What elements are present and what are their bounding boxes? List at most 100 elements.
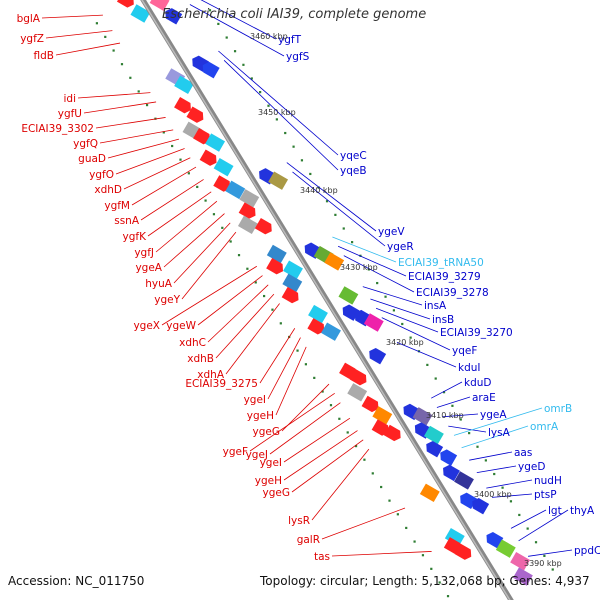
gene-feature[interactable] — [162, 6, 183, 25]
gene-feature[interactable] — [225, 180, 246, 200]
gene-label-left[interactable]: ECIAI39_3302 — [21, 123, 94, 135]
gene-feature[interactable] — [423, 425, 444, 445]
gene-label-left[interactable]: ssnA — [114, 215, 140, 227]
gene-label-left[interactable]: ygeI — [260, 457, 282, 469]
gene-label-right[interactable]: nudH — [534, 475, 562, 487]
gene-label-left[interactable]: galR — [297, 534, 320, 546]
gene-label-right[interactable]: araE — [472, 392, 496, 404]
gene-label-right[interactable]: ECIAI39_3279 — [408, 271, 481, 283]
gene-label-right[interactable]: ygeA — [480, 409, 507, 421]
gene-label-left[interactable]: fldB — [34, 50, 54, 62]
gene-label-right[interactable]: kduI — [458, 362, 481, 374]
gene-label-right[interactable]: ygeD — [518, 461, 545, 473]
gene-label-left[interactable]: xdhB — [187, 353, 214, 365]
gene-label-left[interactable]: hyuA — [145, 278, 173, 290]
gene-feature[interactable] — [366, 346, 387, 365]
gene-feature[interactable] — [266, 258, 286, 276]
gene-label-right[interactable]: insA — [424, 300, 447, 312]
gene-label-left[interactable]: ygeG — [263, 487, 290, 499]
gene-label-right[interactable]: yqeB — [340, 165, 367, 177]
gene-feature[interactable] — [213, 175, 233, 193]
gene-label-right[interactable]: yqeF — [452, 345, 477, 357]
gene-label-right[interactable]: ptsP — [534, 489, 557, 501]
gene-feature[interactable] — [282, 273, 303, 293]
gene-label-left[interactable]: ygeX — [133, 320, 160, 332]
gene-label-left[interactable]: xdhD — [94, 184, 122, 196]
gene-label-right[interactable]: lgt — [548, 505, 562, 517]
gene-feature[interactable] — [174, 75, 195, 94]
gene-label-right[interactable]: ygfT — [278, 34, 302, 46]
gene-label-left[interactable]: ygfU — [58, 108, 82, 120]
gene-feature[interactable] — [283, 260, 303, 279]
gene-labels[interactable]: bglAygfZfldBidiygfUECIAI39_3302ygfQguaDy… — [17, 13, 600, 563]
gene-feature[interactable] — [281, 286, 302, 305]
gene-feature[interactable] — [443, 537, 464, 555]
gene-feature[interactable] — [383, 424, 404, 443]
gene-feature[interactable] — [512, 567, 533, 586]
gene-label-right[interactable]: aas — [514, 447, 532, 459]
gene-label-right[interactable]: ygfS — [286, 51, 310, 63]
gene-label-right[interactable]: omrA — [530, 421, 559, 433]
gene-feature[interactable] — [338, 286, 359, 305]
gene-label-right[interactable]: ygeR — [387, 241, 414, 253]
gene-feature[interactable] — [174, 96, 194, 115]
gene-label-right[interactable]: omrB — [544, 403, 572, 415]
gene-feature[interactable] — [238, 202, 259, 220]
gene-feature[interactable] — [254, 218, 275, 236]
gene-label-right[interactable]: kduD — [464, 377, 492, 389]
gene-feature[interactable] — [361, 395, 382, 414]
gene-feature[interactable] — [205, 133, 226, 152]
gene-label-left[interactable]: lysR — [288, 515, 310, 527]
gene-label-right[interactable]: insB — [432, 314, 454, 326]
gene-label-right[interactable]: ECIAI39_3278 — [416, 287, 489, 299]
gene-label-left[interactable]: ygeW — [166, 320, 196, 332]
gene-feature[interactable] — [412, 407, 433, 426]
gene-label-right[interactable]: ygeV — [378, 226, 405, 238]
gene-feature[interactable] — [419, 483, 440, 503]
gene-feature[interactable] — [213, 158, 234, 177]
gene-feature[interactable] — [199, 149, 220, 168]
gene-label-right[interactable]: ppdC — [574, 545, 600, 557]
gene-label-left[interactable]: bglA — [17, 13, 41, 25]
gene-label-left[interactable]: xdhA — [197, 369, 225, 381]
gene-label-left[interactable]: ygfQ — [73, 138, 98, 150]
gene-label-left[interactable]: ygeG — [253, 426, 280, 438]
gene-label-left[interactable]: ygfM — [104, 200, 130, 212]
gene-feature[interactable] — [440, 463, 460, 482]
gene-feature[interactable] — [321, 322, 341, 341]
gene-label-right[interactable]: lysA — [488, 427, 511, 439]
gene-feature[interactable] — [372, 406, 393, 425]
gene-feature[interactable] — [237, 215, 258, 234]
gene-label-left[interactable]: guaD — [78, 153, 106, 165]
gene-feature[interactable] — [444, 528, 465, 547]
gene-label-left[interactable]: tas — [314, 551, 330, 563]
gene-label-left[interactable]: ygeJ — [246, 449, 268, 461]
gene-label-left[interactable]: ygeY — [154, 294, 180, 306]
gene-label-left[interactable]: ygeF — [223, 446, 248, 458]
gene-feature[interactable] — [454, 471, 474, 490]
gene-feature[interactable] — [510, 552, 531, 571]
gene-label-left[interactable]: ygfZ — [20, 33, 44, 45]
gene-feature[interactable] — [495, 539, 516, 558]
gene-feature[interactable] — [339, 362, 359, 381]
gene-feature[interactable] — [324, 252, 345, 271]
gene-label-left[interactable]: ygfK — [123, 231, 148, 243]
gene-feature[interactable] — [307, 318, 327, 336]
gene-feature[interactable] — [308, 304, 328, 324]
gene-feature[interactable] — [130, 4, 151, 23]
gene-feature[interactable] — [371, 419, 392, 437]
gene-feature[interactable] — [268, 171, 289, 190]
gene-label-left[interactable]: ygeH — [247, 410, 274, 422]
gene-label-left[interactable]: ygfO — [89, 169, 114, 181]
gene-label-right[interactable]: ECIAI39_3270 — [440, 327, 513, 339]
gene-feature[interactable] — [193, 127, 213, 146]
gene-label-left[interactable]: ygeH — [255, 475, 282, 487]
gene-feature[interactable] — [347, 383, 368, 402]
gene-label-left[interactable]: ygfJ — [134, 247, 154, 259]
gene-feature[interactable] — [423, 439, 444, 458]
gene-feature[interactable] — [469, 496, 490, 515]
gene-feature[interactable] — [149, 0, 170, 11]
gene-feature[interactable] — [454, 543, 474, 562]
gene-feature[interactable] — [266, 244, 287, 264]
gene-label-left[interactable]: ygeI — [244, 394, 266, 406]
